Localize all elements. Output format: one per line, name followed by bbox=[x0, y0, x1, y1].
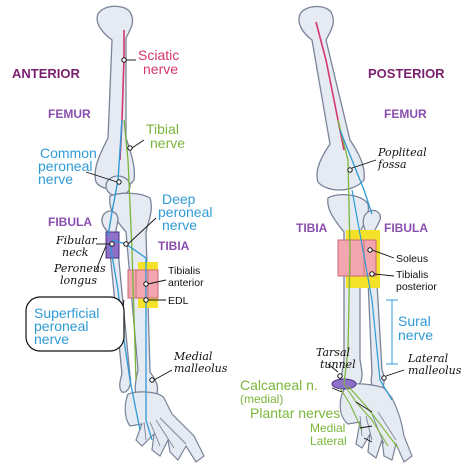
popliteal-fossa-label: Popliteal fossa bbox=[377, 146, 430, 171]
calcaneal-nerve-label: Calcaneal n. (medial) bbox=[240, 377, 322, 406]
sural-nerve-line bbox=[351, 189, 393, 401]
medial-malleolus-label: Medial malleolus bbox=[173, 350, 228, 375]
lateral-malleolus-label: Lateral malleolus bbox=[407, 352, 462, 377]
anterior-foot-bones bbox=[124, 391, 205, 463]
superficial-peroneal-nerve-label: Superficial peroneal nerve bbox=[34, 305, 103, 347]
deep-peroneal-nerve-line bbox=[111, 239, 153, 441]
anterior-fibula-label: FIBULA bbox=[48, 215, 92, 229]
anterior-femur-label: FEMUR bbox=[48, 107, 91, 121]
posterior-femur-label: FEMUR bbox=[384, 107, 427, 121]
posterior-tibial-nerve-line bbox=[337, 119, 351, 385]
posterior-tibia-label: TIBIA bbox=[296, 221, 328, 235]
common-peroneal-nerve-label: Common peroneal nerve bbox=[38, 145, 101, 187]
superficial-peroneal-callout-box bbox=[25, 296, 125, 352]
edl-label: EDL bbox=[168, 295, 189, 307]
plantar-nerves-label: Plantar nerves Medial Lateral bbox=[250, 405, 349, 448]
posterior-heading: POSTERIOR bbox=[368, 66, 445, 81]
tibial-nerve-label: Tibial nerve bbox=[146, 121, 185, 151]
posterior-fibula-label: FIBULA bbox=[384, 221, 428, 235]
tibial-nerve-line bbox=[123, 119, 137, 381]
sciatic-nerve-label: Sciatic nerve bbox=[138, 47, 183, 77]
posterior-leg: POSTERIOR FEMUR TIBIA FIBULA Popliteal f… bbox=[240, 5, 462, 463]
posterior-femur-bone bbox=[298, 5, 365, 191]
soleus-muscle bbox=[337, 239, 377, 277]
anterior-leg: ANTERIOR FEMUR FIBULA TIBIA Sciatic nerv… bbox=[12, 5, 228, 463]
tarsal-tunnel-label: Tarsal tunnel bbox=[316, 346, 356, 371]
deep-peroneal-nerve-label: Deep peroneal nerve bbox=[158, 191, 216, 233]
common-peroneal-nerve-line bbox=[107, 119, 123, 237]
fibular-neck-label: Fibular neck bbox=[55, 234, 100, 259]
anterior-tibia-label: TIBIA bbox=[158, 239, 190, 253]
peroneus-longus-label: Peroneus longus bbox=[53, 262, 109, 287]
posterior-peroneal-nerve-line bbox=[339, 129, 373, 215]
anterior-heading: ANTERIOR bbox=[12, 66, 81, 81]
tibialis-anterior-label: Tibialis anterior bbox=[168, 265, 204, 289]
soleus-label: Soleus bbox=[396, 253, 428, 265]
posterior-foot-bones bbox=[339, 383, 413, 463]
sural-nerve-label: Sural nerve bbox=[398, 313, 435, 343]
tibialis-posterior-label: Tibialis posterior bbox=[396, 269, 437, 293]
plantar-nerve-lines bbox=[339, 383, 399, 449]
